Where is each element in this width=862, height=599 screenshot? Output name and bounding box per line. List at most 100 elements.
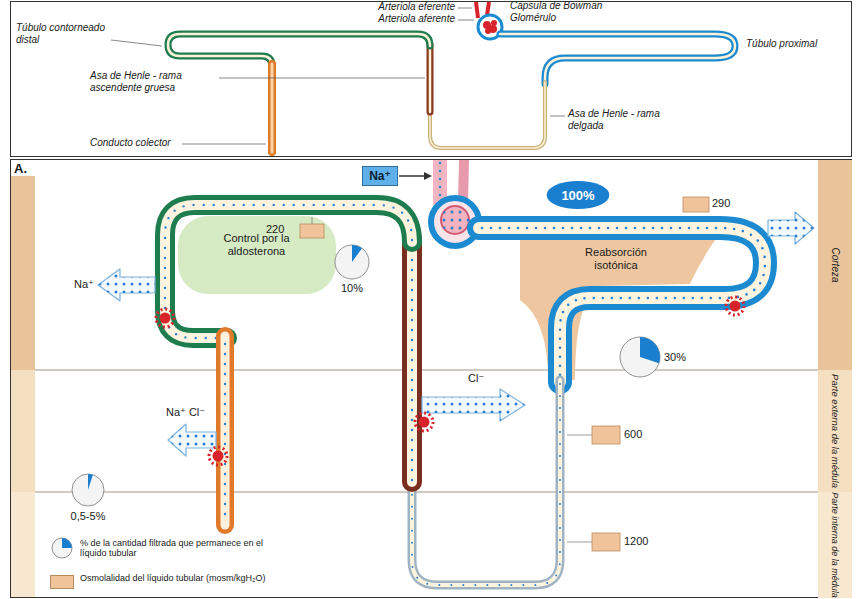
inflow-arrow xyxy=(399,172,432,180)
pie-chart xyxy=(88,474,93,490)
part-label: Reabsorción isotónica xyxy=(566,246,666,271)
arteriole xyxy=(439,163,441,203)
tubule xyxy=(271,64,274,152)
zone-strip xyxy=(11,176,35,370)
ellipse-fill xyxy=(547,181,610,209)
panel-frame xyxy=(11,160,852,598)
transporter-symbol xyxy=(156,309,174,327)
transporter-symbol xyxy=(213,451,224,462)
transporter-symbol xyxy=(156,297,744,465)
panel-frame xyxy=(11,2,852,157)
osmolality-box xyxy=(683,197,709,212)
tubule xyxy=(216,336,234,525)
legend-text: % de la cantidad filtrada que permanece … xyxy=(80,538,285,559)
transporter-symbol xyxy=(730,301,741,312)
osmolality-box xyxy=(592,533,620,551)
leader-line xyxy=(550,116,565,117)
part-label: Asa de Henle - rama ascendente gruesa xyxy=(90,70,215,93)
tubule xyxy=(168,34,430,66)
part-label: Asa de Henle - rama delgada xyxy=(568,108,678,131)
ion-arrow xyxy=(768,212,814,244)
ion-box: Na⁺ xyxy=(362,166,398,186)
percent-ellipse: 100% xyxy=(546,180,610,210)
tubule xyxy=(430,82,545,148)
part-label: Túbulo proximal xyxy=(746,38,846,50)
tubule xyxy=(479,228,765,382)
part-label: Túbulo contorneado distal xyxy=(16,22,108,45)
tubule xyxy=(221,336,230,525)
part-label: Control por la aldosterona xyxy=(194,232,319,257)
legend-swatch xyxy=(50,575,74,589)
leader-line xyxy=(458,8,472,9)
interstitial-region xyxy=(178,216,336,294)
zone-name: Parte externa de la médula xyxy=(830,374,841,488)
leader-line xyxy=(182,144,266,145)
leader-line xyxy=(567,435,592,436)
osmolality-box xyxy=(300,224,324,238)
osmolality-box xyxy=(300,197,709,551)
part-label: Arteriola aferente xyxy=(300,13,455,25)
node-text: 100% xyxy=(561,188,594,203)
ion-arrow xyxy=(168,424,216,456)
tubule xyxy=(412,384,560,585)
leader-line xyxy=(111,40,162,46)
arteriole xyxy=(487,2,489,15)
tubule xyxy=(411,240,413,480)
osmolality-box xyxy=(592,426,620,444)
pie-chart xyxy=(352,245,362,262)
part-label: 30% xyxy=(664,351,686,364)
ion-arrow xyxy=(422,389,525,421)
tubule xyxy=(224,344,226,522)
part-label: Conducto colector xyxy=(90,137,200,149)
glomerulus xyxy=(485,28,491,34)
zone-strip xyxy=(35,370,818,371)
part-label: 0,5-5% xyxy=(56,510,120,523)
panel-frame xyxy=(11,2,852,598)
inflow-arrow xyxy=(424,172,432,180)
pie-chart xyxy=(640,337,660,363)
transporter-symbol xyxy=(726,297,744,315)
ion-arrow xyxy=(98,269,155,301)
ion-arrow xyxy=(168,424,216,456)
tubule xyxy=(500,34,735,84)
tubule xyxy=(482,228,765,380)
pie-chart xyxy=(620,337,660,377)
tubule xyxy=(165,205,412,338)
tubule xyxy=(168,34,735,152)
legend-text: Osmolalidad del líquido tubular (mosm/kg… xyxy=(80,573,285,583)
part-label: A. xyxy=(14,162,27,177)
transporter-symbol xyxy=(419,417,430,428)
glomerulus xyxy=(441,206,469,234)
pie-chart xyxy=(52,538,72,558)
arteriole xyxy=(476,2,478,18)
glomerulus xyxy=(441,206,469,234)
ion-arrow xyxy=(98,269,155,301)
zone-band: Parte interna de la médula xyxy=(818,492,852,598)
tubule xyxy=(412,380,560,585)
zone-band: Corteza xyxy=(818,160,852,370)
transporter-symbol xyxy=(209,447,227,465)
tubule xyxy=(165,205,765,585)
zone-name: Corteza xyxy=(830,247,841,282)
part-label: Arteriola eferente xyxy=(300,1,455,13)
tubule xyxy=(500,34,735,84)
zone-band: Parte externa de la médula xyxy=(818,370,852,492)
zone-name: Parte interna de la médula xyxy=(830,492,840,598)
part-label: Na⁺ Cl⁻ xyxy=(166,406,205,419)
part-label: Cápsula de Bowman xyxy=(510,0,640,12)
leader-line xyxy=(312,217,592,542)
zone-strip xyxy=(35,492,818,493)
transporter-symbol xyxy=(415,413,433,431)
glomerulus xyxy=(491,20,497,26)
tubule xyxy=(268,64,276,152)
part-label: Na⁺ xyxy=(74,278,94,291)
tubule xyxy=(168,34,430,66)
leader-line xyxy=(219,78,425,79)
tubule xyxy=(430,82,545,148)
tubule xyxy=(402,238,422,482)
leader-line xyxy=(567,542,592,543)
tubule xyxy=(427,45,434,112)
leader-line xyxy=(458,20,474,21)
tubule xyxy=(165,205,412,338)
part-label: 290 xyxy=(712,197,730,210)
